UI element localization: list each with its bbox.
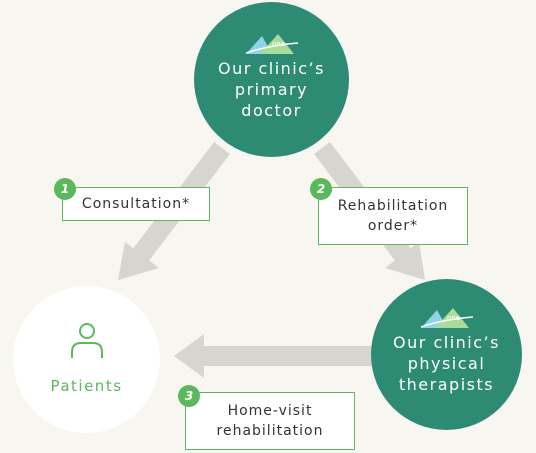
step-home-visit-label: Home-visit rehabilitation [185, 392, 355, 450]
physical-therapists-node: one Our clinic’s physical therapists [371, 279, 522, 430]
svg-text:one: one [447, 314, 460, 322]
step-3-badge: 3 [178, 385, 200, 407]
primary-doctor-label: Our clinic’s primary doctor [218, 59, 325, 120]
step-1-badge: 1 [54, 178, 76, 200]
arrow-therapists-to-patients [174, 334, 372, 378]
step-consultation-label: Consultation* [62, 187, 210, 221]
clinic-logo-icon: one [420, 308, 473, 328]
step-rehabilitation-order-label: Rehabilitation order* [318, 187, 468, 245]
step-2-badge: 2 [310, 178, 332, 200]
clinic-logo-icon: one [245, 34, 298, 54]
person-icon [70, 322, 103, 358]
physical-therapists-label: Our clinic’s physical therapists [393, 333, 500, 394]
primary-doctor-node: one Our clinic’s primary doctor [194, 2, 349, 157]
patients-node: Patients [13, 286, 160, 433]
patients-label: Patients [50, 376, 123, 395]
svg-text:one: one [272, 40, 285, 48]
